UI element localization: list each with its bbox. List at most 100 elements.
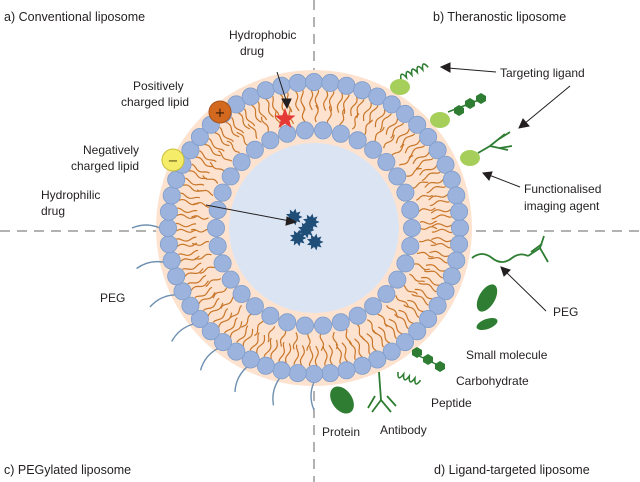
lipid-tail xyxy=(431,214,452,220)
lipid-tail xyxy=(251,104,262,123)
lipid-tail xyxy=(409,273,425,283)
lipid-tail xyxy=(256,334,266,354)
lipid-tail xyxy=(408,145,426,159)
outer-lipid-head xyxy=(190,309,209,328)
outer-lipid-head xyxy=(256,356,275,375)
lipid-tail xyxy=(385,304,399,319)
inner-lipid-head xyxy=(364,297,383,316)
imaging-agent-antibody-icon xyxy=(477,131,513,154)
lipid-tail xyxy=(428,193,449,201)
lipid-tail xyxy=(182,262,202,271)
hydrophilic-drug-icon xyxy=(298,221,315,239)
hydrophobic-drug-label-line2: drug xyxy=(240,44,264,58)
lipid-tail xyxy=(199,266,216,274)
lipid-tail xyxy=(366,319,377,335)
lipid-tail xyxy=(236,325,249,343)
peg-left-label: PEG xyxy=(100,291,125,305)
inner-lipid-head xyxy=(208,236,227,255)
lipid-tail xyxy=(190,228,209,233)
functionalised-imaging-agent-label-line1: Functionalised xyxy=(524,182,601,196)
inner-lipid-head xyxy=(206,218,225,237)
aqueous-core xyxy=(229,143,399,313)
outer-lipid-head xyxy=(450,202,469,221)
positively-charged-lipid-label-line2: charged lipid xyxy=(121,95,189,109)
lipid-tail xyxy=(427,257,448,264)
protein-blob-large xyxy=(476,284,498,312)
protein-blob-small xyxy=(476,317,498,331)
lipid-tail xyxy=(261,116,269,133)
lipid-tail xyxy=(336,92,344,113)
outer-lipid-head xyxy=(321,73,340,92)
lipid-tail xyxy=(243,108,256,127)
lipid-tail xyxy=(176,242,198,247)
leader-lines xyxy=(205,62,571,312)
outer-lipid-head xyxy=(382,95,401,114)
lipid-tail xyxy=(175,228,197,233)
lipid-tail xyxy=(267,326,276,343)
lipid-tail xyxy=(193,201,211,208)
hydrophilic-drug-icon xyxy=(307,233,324,251)
lipid-tail xyxy=(199,150,217,163)
inner-lipid-head xyxy=(221,270,240,289)
lipid-tail xyxy=(194,286,213,299)
lipid-tail xyxy=(176,222,197,228)
lipid-tail xyxy=(425,264,446,272)
carbohydrate-label: Carbohydrate xyxy=(456,374,529,388)
lipid-tail xyxy=(247,123,258,139)
outer-lipid-head xyxy=(181,296,200,315)
outer-lipid-head xyxy=(167,170,186,189)
lipid-tail xyxy=(431,237,452,243)
lipid-tail xyxy=(390,122,405,139)
inner-lipid-head xyxy=(245,140,264,159)
lipid-tail xyxy=(322,345,328,366)
lipid-tail xyxy=(191,241,209,246)
ligand-anchor-1 xyxy=(390,79,410,95)
outer-lipid-head xyxy=(408,115,427,134)
lipid-tail xyxy=(419,220,438,225)
targeting-ligand-label: Targeting ligand xyxy=(500,66,585,80)
outer-lipid-head xyxy=(395,333,414,352)
lipid-tail xyxy=(236,131,249,146)
inner-lipid-head xyxy=(295,121,314,140)
lipid-tail xyxy=(229,305,243,319)
outer-lipid-head xyxy=(428,296,447,315)
lipid-tail xyxy=(191,215,209,220)
lipid-tail xyxy=(395,295,409,308)
lipid-tail xyxy=(423,270,443,279)
inner-lipid-head xyxy=(396,254,415,273)
inner-lipid-head xyxy=(261,131,280,150)
outer-lipid-head xyxy=(447,186,466,205)
inner-lipid-head xyxy=(232,284,251,303)
hydrophilic-drug-label-line1: Hydrophilic xyxy=(41,188,100,202)
quadrant-c-label: c) PEGylated liposome xyxy=(4,463,131,477)
outer-lipid-head xyxy=(213,333,232,352)
lipid-tail xyxy=(328,91,335,112)
lipid-tail xyxy=(419,226,438,231)
lipid-tail xyxy=(308,345,314,366)
lipid-tail xyxy=(223,317,238,334)
lipid-tail xyxy=(366,333,377,352)
outer-lipid-head xyxy=(304,73,323,92)
peg-chains xyxy=(131,224,315,411)
lipid-tail xyxy=(374,126,385,142)
outer-lipid-head xyxy=(382,342,401,361)
outer-lipid-head xyxy=(353,81,372,100)
outer-lipid-head xyxy=(337,76,356,95)
outer-lipid-head xyxy=(442,267,461,286)
inner-lipid-head xyxy=(388,167,407,186)
outer-lipid-head xyxy=(227,342,246,361)
lipid-tail xyxy=(204,143,221,157)
lipid-tail xyxy=(194,253,212,260)
positive-sign: + xyxy=(215,106,226,121)
ligand-group xyxy=(330,235,549,414)
lipid-tail xyxy=(314,104,319,123)
lipid-tail xyxy=(188,170,208,180)
lipid-tail xyxy=(263,337,272,357)
inner-lipid-head xyxy=(364,140,383,159)
outer-lipid-head xyxy=(436,282,455,301)
inner-lipid-heads xyxy=(206,121,421,335)
outer-lipid-head xyxy=(241,87,260,106)
targeting-ligand-group xyxy=(390,63,513,166)
outer-lipid-head xyxy=(368,87,387,106)
